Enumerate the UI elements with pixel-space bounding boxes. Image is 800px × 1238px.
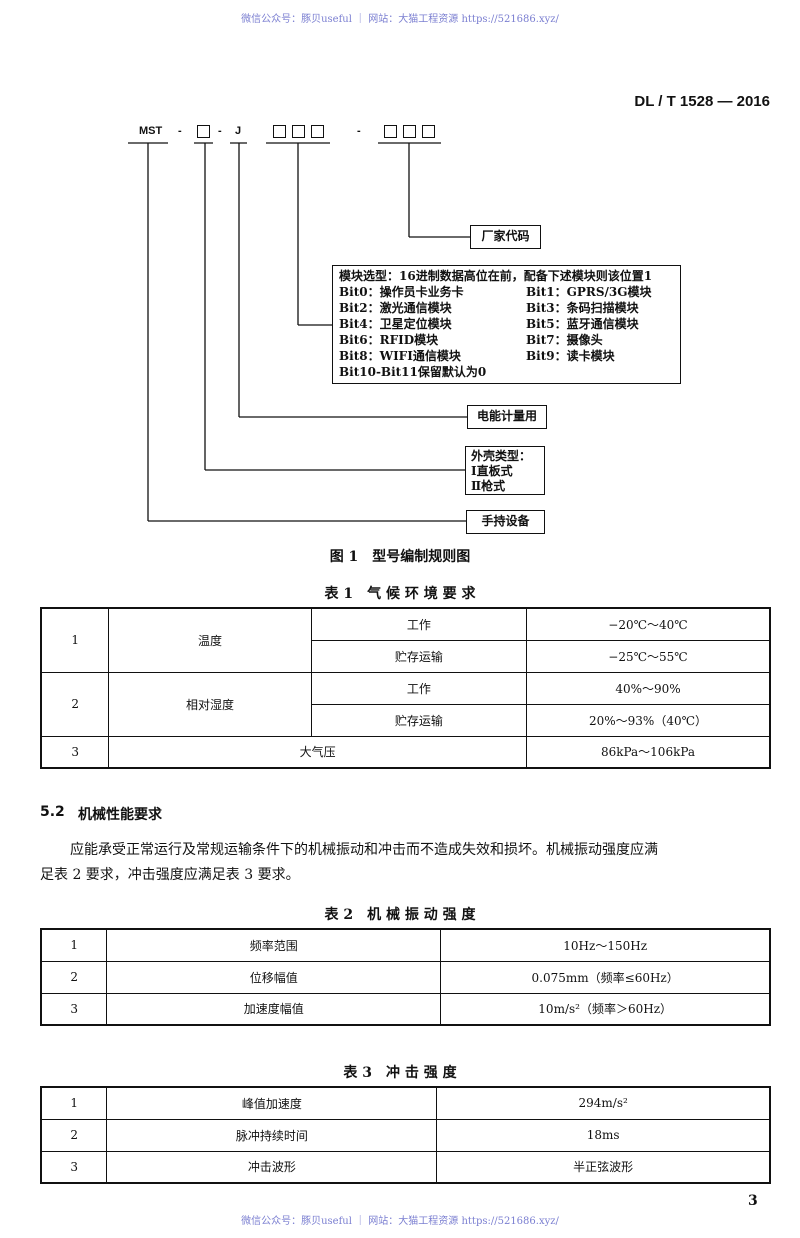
table-row: 1 温度 工作 −20℃～40℃ [40, 607, 771, 673]
row-number: 3 [40, 992, 108, 1026]
section-title: 机械性能要求 [78, 807, 162, 823]
value-cell: −20℃～40℃ [526, 607, 771, 641]
table-row: 3 加速度幅值 10m/s²（频率＞60Hz） [40, 992, 771, 1026]
module-bit-item: Bit5：蓝牙通信模块 [526, 317, 639, 331]
module-bit-item: Bit4：卫星定位模块 [339, 317, 452, 331]
module-row: Bit2：激光通信模块 Bit3：条码扫描模块 [339, 300, 674, 316]
module-bit-item: Bit0：操作员卡业务卡 [339, 285, 464, 299]
bottom-watermark: 微信公众号：豚贝useful ｜ 网站：大猫工程资源 https://52168… [241, 1216, 559, 1227]
handheld-box: 手持设备 [466, 510, 545, 534]
row-number: 1 [40, 607, 110, 673]
condition-cell: 工作 [310, 607, 528, 641]
row-number: 2 [40, 1118, 108, 1152]
paragraph-line: 足表 2 要求，冲击强度应满足表 3 要求。 [40, 867, 300, 883]
value-cell: 86kPa～106kPa [526, 735, 771, 769]
module-bit-item: Bit9：读卡模块 [526, 349, 615, 363]
module-slot-1 [273, 125, 286, 138]
paragraph-line: 应能承受正常运行及常规运输条件下的机械振动和冲击而不造成失效和损坏。机械振动强度… [70, 842, 658, 858]
value-cell: 20%～93%（40℃） [526, 703, 771, 737]
row-number: 2 [40, 960, 108, 994]
condition-cell: 贮存运输 [310, 639, 528, 673]
maker-slot-3 [422, 125, 435, 138]
module-title: 模块选型：16进制数据高位在前，配备下述模块则该位置1 [339, 269, 653, 283]
row-number: 1 [40, 928, 108, 962]
section-number: 5.2 [40, 804, 65, 820]
table-row: 3 大气压 86kPa～106kPa [40, 735, 771, 769]
table-row: 2 位移幅值 0.075mm（频率≤60Hz） [40, 960, 771, 994]
table-1-caption: 表 1 气 候 环 境 要 求 [324, 586, 476, 602]
code-prefix: MST [139, 125, 163, 137]
table-row: 3 冲击波形 半正弦波形 [40, 1150, 771, 1184]
module-slot-3 [311, 125, 324, 138]
value-cell: 10Hz～150Hz [440, 928, 771, 962]
item-cell: 加速度幅值 [106, 992, 442, 1026]
table-3-caption: 表 3 冲 击 强 度 [343, 1065, 457, 1081]
module-bit-item: Bit1：GPRS/3G模块 [526, 285, 652, 299]
shell-type-option: Ⅱ枪式 [471, 479, 506, 493]
row-number: 3 [40, 1150, 108, 1184]
code-dash-3: - [357, 125, 361, 137]
item-cell: 大气压 [108, 735, 527, 769]
shell-type-title: 外壳类型： [471, 449, 532, 463]
item-cell: 频率范围 [106, 928, 442, 962]
row-number: 3 [40, 735, 110, 769]
value-cell: 半正弦波形 [436, 1150, 771, 1184]
code-dash-2: - [218, 125, 222, 137]
table-3: 1 峰值加速度 294m/s² 2 脉冲持续时间 18ms 3 冲击波形 半正弦… [40, 1086, 771, 1184]
item-cell: 峰值加速度 [106, 1086, 438, 1120]
table-row: 1 峰值加速度 294m/s² [40, 1086, 771, 1120]
table-2: 1 频率范围 10Hz～150Hz 2 位移幅值 0.075mm（频率≤60Hz… [40, 928, 771, 1026]
maker-slot-1 [384, 125, 397, 138]
condition-cell: 贮存运输 [310, 703, 528, 737]
module-reserved: Bit10-Bit11保留默认为0 [339, 365, 487, 379]
figure-caption: 图 1 型号编制规则图 [329, 549, 471, 565]
module-bit-item: Bit3：条码扫描模块 [526, 301, 639, 315]
item-cell: 位移幅值 [106, 960, 442, 994]
value-cell: 10m/s²（频率＞60Hz） [440, 992, 771, 1026]
row-number: 2 [40, 671, 110, 737]
item-cell: 冲击波形 [106, 1150, 438, 1184]
table-row: 2 相对湿度 工作 40%～90% [40, 671, 771, 737]
code-j-letter: J [235, 125, 242, 137]
module-row: Bit6：RFID模块 Bit7：摄像头 [339, 332, 674, 348]
table-1: 1 温度 工作 −20℃～40℃ 贮存运输 −25℃～55℃ 2 相对湿度 工作… [40, 607, 771, 769]
module-slot-2 [292, 125, 305, 138]
standard-code: DL / T 1528 — 2016 [634, 93, 770, 110]
figure-connector-lines [128, 142, 470, 522]
shell-type-box: 外壳类型： Ⅰ直板式 Ⅱ枪式 [465, 446, 545, 495]
module-row: Bit4：卫星定位模块 Bit5：蓝牙通信模块 [339, 316, 674, 332]
manufacturer-code-box: 厂家代码 [470, 225, 541, 249]
top-watermark: 微信公众号：豚贝useful ｜ 网站：大猫工程资源 https://52168… [241, 14, 559, 25]
energy-use-box: 电能计量用 [467, 405, 547, 429]
value-cell: −25℃～55℃ [526, 639, 771, 673]
module-row: Bit8：WIFI通信模块 Bit9：读卡模块 [339, 348, 674, 364]
row-number: 1 [40, 1086, 108, 1120]
table-row: 2 脉冲持续时间 18ms [40, 1118, 771, 1152]
item-cell: 温度 [108, 607, 312, 673]
item-cell: 相对湿度 [108, 671, 312, 737]
value-cell: 0.075mm（频率≤60Hz） [440, 960, 771, 994]
table-row: 1 频率范围 10Hz～150Hz [40, 928, 771, 962]
table-2-caption: 表 2 机 械 振 动 强 度 [324, 907, 476, 923]
code-dash-1: - [178, 125, 182, 137]
shell-slot [197, 125, 210, 138]
page-number: 3 [748, 1193, 758, 1209]
module-row: Bit0：操作员卡业务卡 Bit1：GPRS/3G模块 [339, 284, 674, 300]
module-bit-item: Bit2：激光通信模块 [339, 301, 452, 315]
value-cell: 294m/s² [436, 1086, 771, 1120]
module-selection-box: 模块选型：16进制数据高位在前，配备下述模块则该位置1 Bit0：操作员卡业务卡… [332, 265, 681, 384]
maker-slot-2 [403, 125, 416, 138]
value-cell: 18ms [436, 1118, 771, 1152]
module-bit-item: Bit6：RFID模块 [339, 333, 439, 347]
value-cell: 40%～90% [526, 671, 771, 705]
table-row: 贮存运输 20%～93%（40℃） [41, 703, 771, 737]
shell-type-option: Ⅰ直板式 [471, 464, 513, 478]
condition-cell: 工作 [310, 671, 528, 705]
module-bit-item: Bit8：WIFI通信模块 [339, 349, 461, 363]
item-cell: 脉冲持续时间 [106, 1118, 438, 1152]
module-bit-item: Bit7：摄像头 [526, 333, 603, 347]
